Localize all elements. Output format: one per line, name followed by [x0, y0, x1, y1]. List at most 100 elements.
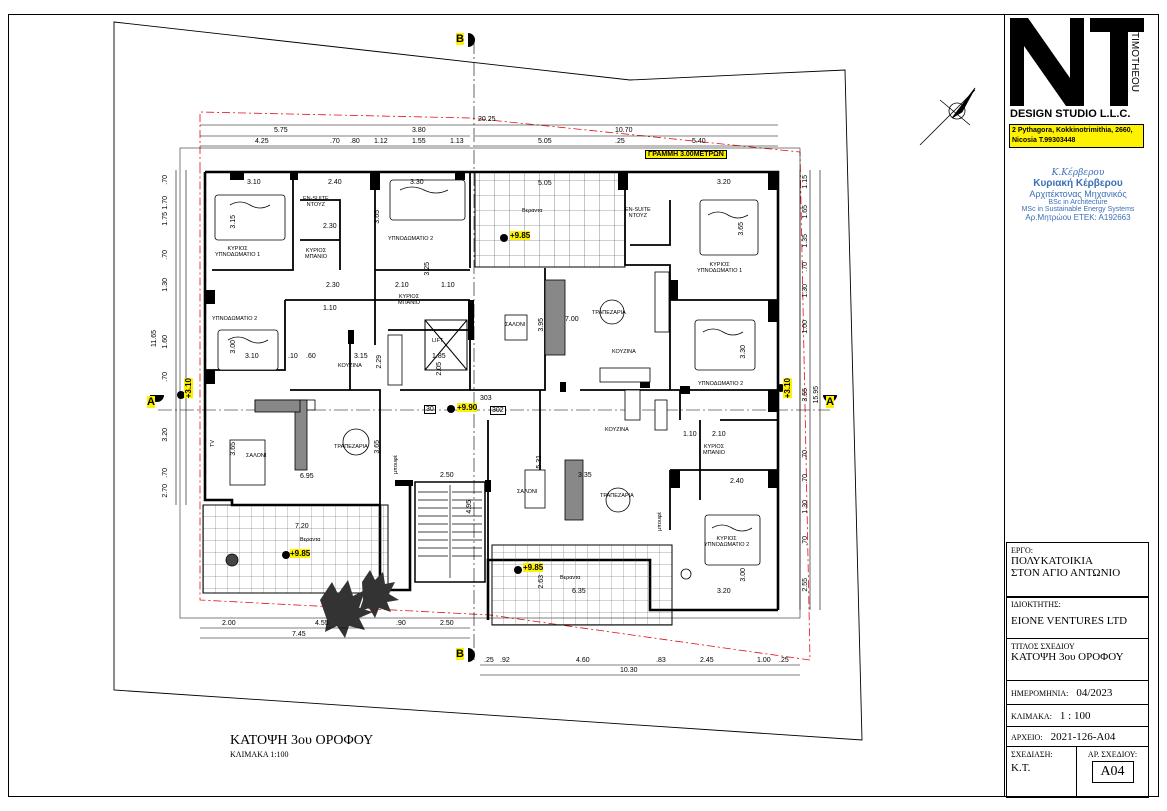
- dimension-text: 3.10: [245, 353, 259, 360]
- level-mark-a-left: +3.10: [184, 378, 193, 399]
- dimension-text: .90: [396, 620, 406, 627]
- architect-name: Κυριακή Κέρβερου: [1033, 178, 1123, 189]
- project-label: ΕΡΓΟ:: [1011, 546, 1033, 555]
- level-mark-center: +9.90: [457, 403, 478, 412]
- drawn-cell: ΣΧΕΔΙΑΣΗ: Κ.Τ.: [1006, 746, 1077, 798]
- dimension-text: 3.30: [740, 345, 747, 359]
- room-label: Βεραντα: [300, 537, 321, 543]
- dimension-text: 3.20: [717, 588, 731, 595]
- dimension-text: 3.55: [802, 388, 809, 402]
- dimension-text: 2.05: [436, 362, 443, 376]
- file-label: ΑΡΧΕΙΟ:: [1011, 732, 1043, 742]
- dimension-text: 3.65: [374, 210, 381, 224]
- drawing-title-cell: ΤΙΤΛΟΣ ΣΧΕΔΙΟΥ ΚΑΤΟΨΗ 3ου ΟΡΟΦΟΥ: [1006, 638, 1149, 681]
- veranda-bottom-tiles: [491, 544, 673, 626]
- drawing-scale-note: ΚΛΙΜΑΚΑ 1:100: [230, 750, 289, 759]
- dimension-text: 7.20: [295, 523, 309, 530]
- dimension-text: 3.20: [717, 179, 731, 186]
- dimension-text: 3.25: [424, 262, 431, 276]
- logo-vertical-text: TIMOTHEOU: [1129, 32, 1140, 92]
- level-mark-bottom: +9.85: [523, 563, 544, 572]
- level-mark-top: +9.85: [510, 231, 531, 240]
- dimension-text: 303: [480, 395, 492, 402]
- dimension-text: 2.55: [802, 578, 809, 592]
- room-label: ΚΥΡΙΟΣ ΜΠΑΝΙΟ: [703, 444, 725, 456]
- dimension-text: 1.60: [162, 335, 169, 349]
- dimension-text: 5.05: [538, 138, 552, 145]
- dimension-text: 1.10: [441, 282, 455, 289]
- room-label: EN-SUITE ΝΤΟΥΖ: [625, 207, 651, 219]
- dimension-text: 2.30: [323, 223, 337, 230]
- dimension-text: 3.35: [578, 472, 592, 479]
- dimension-text: 1.10: [323, 305, 337, 312]
- level-mark-a-right: +3.10: [783, 378, 792, 399]
- date-value: 04/2023: [1076, 687, 1113, 699]
- room-label: ΚΟΥΖΙΝΑ: [612, 349, 636, 355]
- dimension-text: 3.00: [740, 568, 747, 582]
- dimension-text: 1.10: [683, 431, 697, 438]
- room-label: ΣΑΛΟΝΙ: [517, 489, 538, 495]
- dimension-text: .70: [330, 138, 340, 145]
- sheet-number-box: A04: [1091, 761, 1134, 783]
- architect-stamp: Κ.Κέρβερου Κυριακή Κέρβερου Αρχιτέκτονας…: [1012, 168, 1144, 222]
- dimension-text: 2.50: [440, 472, 454, 479]
- room-label: ΤΡΑΠΕΖΑΡΙΑ: [592, 310, 626, 316]
- drawn-value: Κ.Τ.: [1011, 762, 1031, 774]
- address-block: 2 Pythagora, Kokkinotrimithia, 2660, Nic…: [1009, 124, 1144, 148]
- drawing-title-label: ΤΙΤΛΟΣ ΣΧΕΔΙΟΥ: [1011, 642, 1075, 651]
- dimension-text: 1.70: [162, 196, 169, 210]
- dimension-text: 2.45: [700, 657, 714, 664]
- room-label: ΚΥΡΙΟΣ ΜΠΑΝΙΟ: [398, 294, 420, 306]
- project-line2: ΣΤΟΝ ΑΓΙΟ ΑΝΤΩΝΙΟ: [1011, 567, 1121, 579]
- dimension-text: 5.75: [274, 127, 288, 134]
- company-logo: [1010, 18, 1144, 106]
- owner-value: EIONE VENTURES LTD: [1011, 615, 1128, 627]
- registration-number: Αρ.Μητρώου ΕΤΕΚ: Α192663: [1025, 213, 1131, 222]
- dimension-lines: [175, 124, 821, 676]
- room-label: μπουφέ: [393, 455, 399, 474]
- dimension-text: .10: [288, 353, 298, 360]
- section-mark-b-bottom: B: [456, 648, 464, 660]
- title-block: [1004, 14, 1159, 797]
- furniture: [225, 271, 692, 580]
- dimension-text: .70: [162, 250, 169, 260]
- dimension-text: 20.25: [478, 116, 496, 123]
- dimension-text: 4.60: [576, 657, 590, 664]
- dimension-text: 15.95: [813, 386, 820, 404]
- room-label: ΚΥΡΙΟΣ ΜΠΑΝΙΟ: [305, 248, 327, 260]
- sheet-label: ΑΡ. ΣΧΕΔΙΟΥ:: [1087, 750, 1138, 759]
- dimension-text: 1.13: [450, 138, 464, 145]
- room-label: ΚΥΡΙΟΣ ΥΠΝΟΔΩΜΑΤΙΟ 1: [697, 262, 743, 274]
- room-label: ΣΑΛΟΝΙ: [505, 322, 526, 328]
- dimension-text: .70: [162, 372, 169, 382]
- setback-note: ΓΡΑΜΜΗ 3.00ΜΕΤΡΩΝ: [645, 150, 727, 159]
- dimension-text: 2.10: [712, 431, 726, 438]
- dimension-text: .70: [802, 262, 809, 272]
- project-line1: ΠΟΛΥΚΑΤΟΙΚΙΑ: [1011, 555, 1093, 567]
- dimension-text: 7.00: [565, 316, 579, 323]
- dimension-text: .70: [162, 175, 169, 185]
- setback-line: [199, 111, 811, 661]
- north-arrow: [919, 87, 976, 146]
- dimension-text: .25: [484, 657, 494, 664]
- file-value: 2021-126-A04: [1050, 731, 1116, 743]
- dimension-text: 6.35: [572, 588, 586, 595]
- drawn-label: ΣΧΕΔΙΑΣΗ:: [1011, 750, 1053, 759]
- dimension-text: 2.50: [440, 620, 454, 627]
- stair-core: [414, 481, 486, 583]
- dimension-text: .25: [779, 657, 789, 664]
- dimension-text: 6.95: [300, 473, 314, 480]
- scale-label: ΚΛΙΜΑΚΑ:: [1011, 711, 1052, 721]
- dimension-text: 1.30: [802, 500, 809, 514]
- dimension-text: .70: [162, 468, 169, 478]
- logo-text: DESIGN STUDIO L.L.C.: [1010, 108, 1131, 120]
- dimension-text: 2.70: [162, 484, 169, 498]
- dimension-text: 10.70: [615, 127, 633, 134]
- dimension-text: 2.40: [730, 478, 744, 485]
- dimension-text: 3.30: [410, 179, 424, 186]
- scale-cell: ΚΛΙΜΑΚΑ: 1 : 100: [1006, 704, 1149, 727]
- dimension-text: 2.40: [328, 179, 342, 186]
- dimension-text: .80: [350, 138, 360, 145]
- dimension-text: 3.65: [230, 442, 237, 456]
- drawing-title-value: ΚΑΤΟΨΗ 3ου ΟΡΟΦΟΥ: [1011, 651, 1124, 663]
